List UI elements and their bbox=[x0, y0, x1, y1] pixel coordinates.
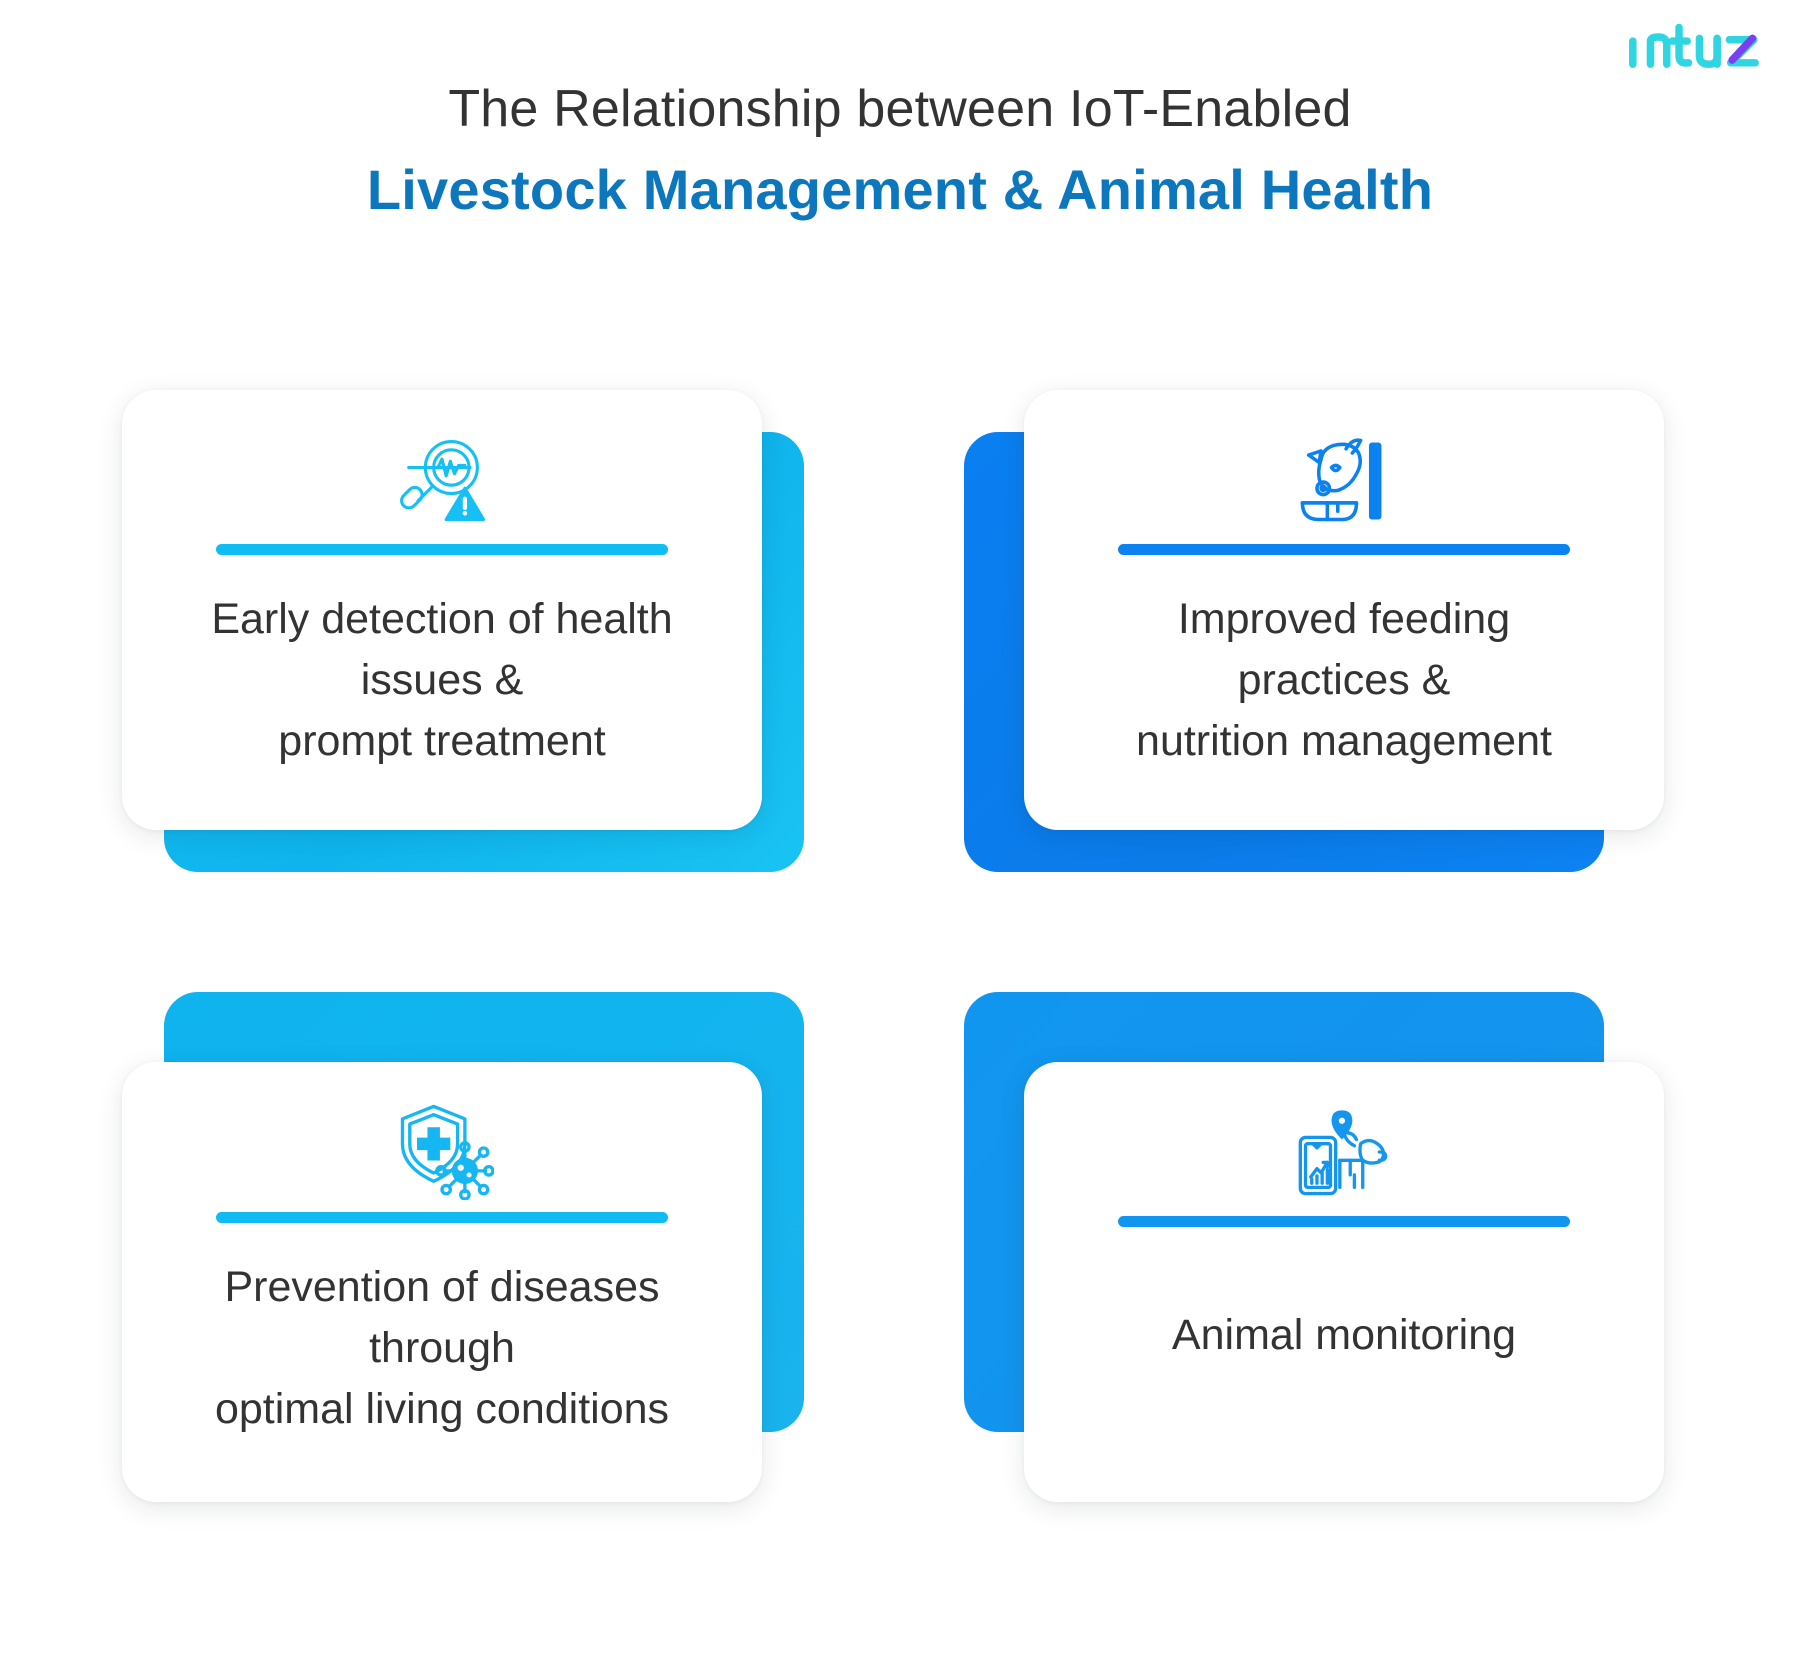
intuz-logo-icon bbox=[1629, 23, 1759, 68]
magnifier-heartbeat-warning-icon bbox=[390, 428, 494, 532]
page-title-line-2: Livestock Management & Animal Health bbox=[366, 158, 1434, 222]
card-surface[interactable]: Improved feeding practices & nutrition m… bbox=[1024, 390, 1664, 830]
cow-feeding-trough-icon bbox=[1292, 428, 1396, 532]
card-animal-monitoring[interactable]: Animal monitoring bbox=[964, 992, 1682, 1520]
card-surface[interactable]: Animal monitoring bbox=[1024, 1062, 1664, 1502]
cow-mobile-chart-location-icon bbox=[1292, 1100, 1396, 1204]
page-header: The Relationship between IoT-Enabled Liv… bbox=[0, 78, 1800, 225]
card-surface[interactable]: Early detection of health issues & promp… bbox=[122, 390, 762, 830]
card-surface[interactable]: Prevention of diseases through optimal l… bbox=[122, 1062, 762, 1502]
card-divider bbox=[216, 544, 668, 555]
card-divider bbox=[216, 1212, 668, 1223]
card-early-detection[interactable]: Early detection of health issues & promp… bbox=[122, 390, 822, 890]
card-label: Prevention of diseases through optimal l… bbox=[214, 1263, 670, 1434]
card-label: Early detection of health issues & promp… bbox=[211, 595, 673, 766]
intuz-logo bbox=[1626, 22, 1762, 76]
page-title-line-1: The Relationship between IoT-Enabled bbox=[448, 80, 1352, 138]
card-label: Improved feeding practices & nutrition m… bbox=[1136, 595, 1552, 766]
card-label: Animal monitoring bbox=[1171, 1311, 1517, 1359]
card-disease-prevention[interactable]: Prevention of diseases through optimal l… bbox=[122, 992, 822, 1520]
card-divider bbox=[1118, 544, 1570, 555]
cards-grid: Early detection of health issues & promp… bbox=[122, 390, 1682, 1550]
shield-cross-virus-icon bbox=[390, 1096, 494, 1200]
card-divider bbox=[1118, 1216, 1570, 1227]
card-improved-feeding[interactable]: Improved feeding practices & nutrition m… bbox=[964, 390, 1682, 890]
